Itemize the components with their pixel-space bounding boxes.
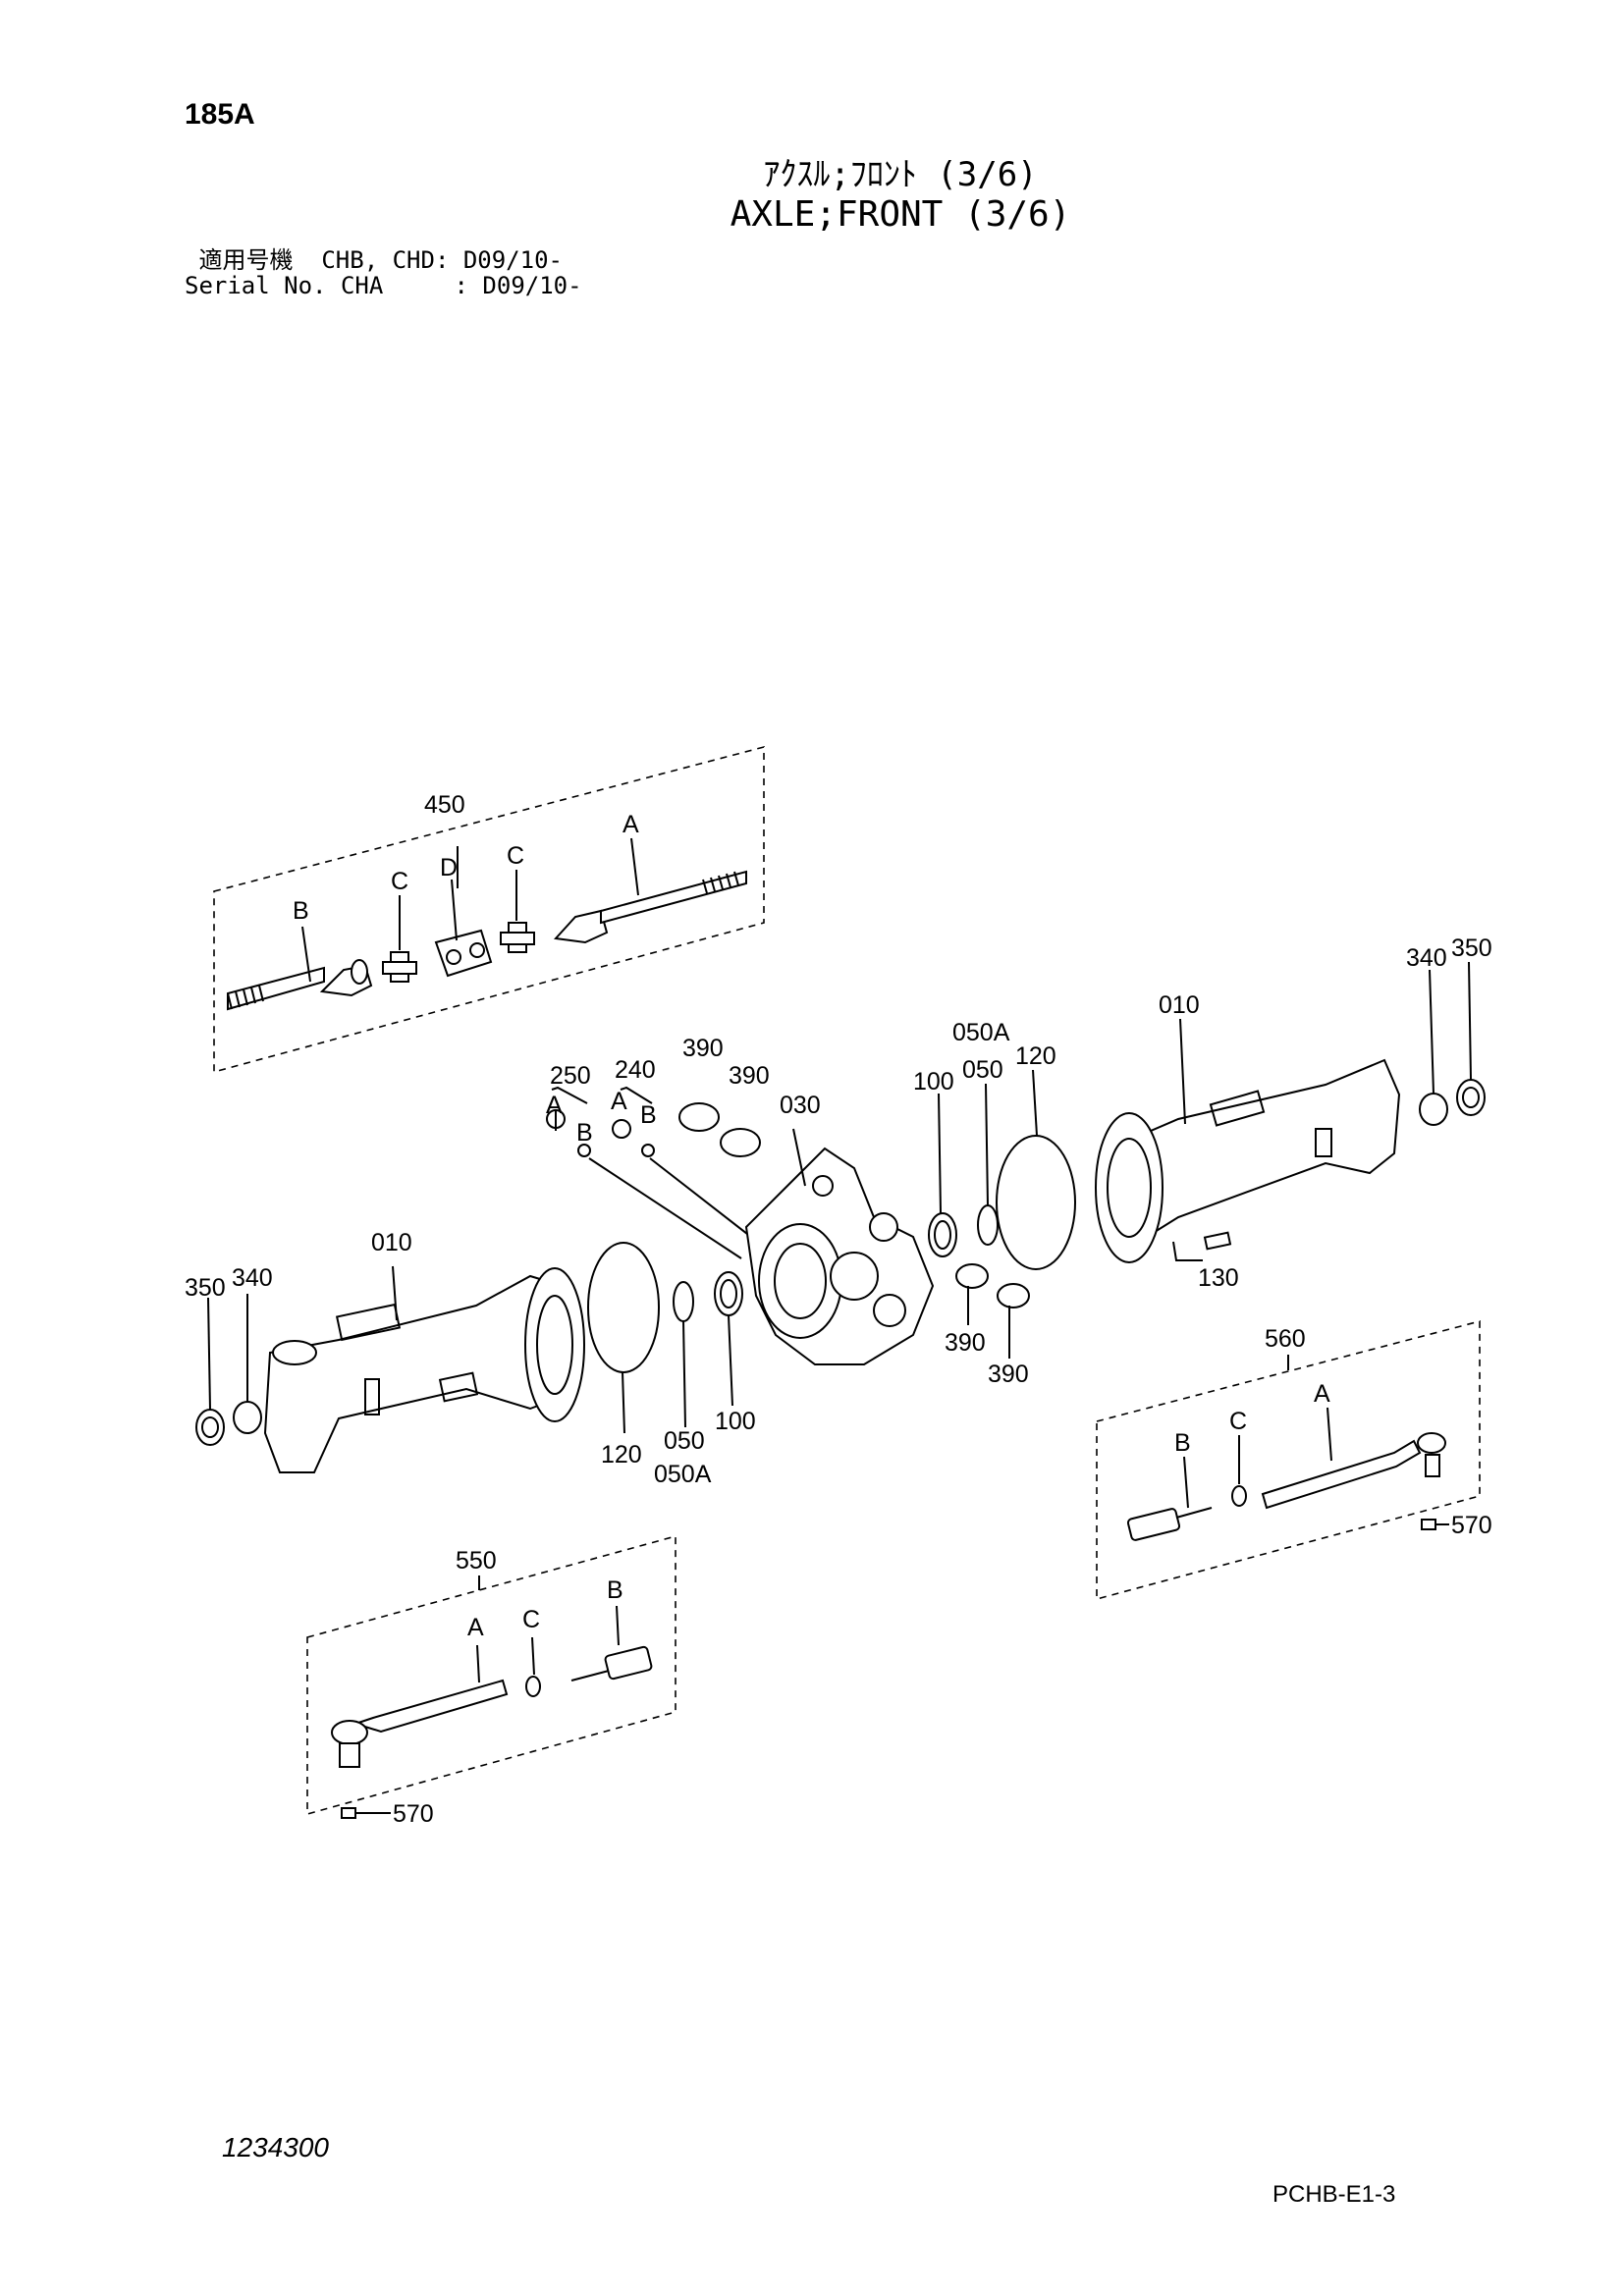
label-240-a: A <box>611 1088 627 1115</box>
cross-joint-c1 <box>382 951 417 983</box>
label-group-560: 560 <box>1265 1325 1306 1353</box>
label-240-b: B <box>640 1101 657 1129</box>
label-390-3: 390 <box>945 1329 986 1357</box>
label-group-550: 550 <box>456 1547 497 1575</box>
label-050a-right: 050A <box>952 1019 1010 1046</box>
label-250-b: B <box>576 1119 593 1147</box>
label-240: 240 <box>615 1056 656 1084</box>
label-550-b: B <box>607 1576 623 1604</box>
group-560-tie-rod <box>1096 1319 1481 1601</box>
label-390-4: 390 <box>988 1361 1029 1388</box>
label-250-a: A <box>546 1092 563 1119</box>
group-550-tie-rod <box>306 1534 677 1819</box>
label-450-d: D <box>440 854 458 881</box>
double-yoke-d <box>434 929 493 978</box>
label-450-c1: C <box>391 868 408 895</box>
serial-line-2: Serial No. CHA : D09/10- <box>185 272 582 299</box>
small-parts-250-240 <box>546 1086 757 1259</box>
label-390-2: 390 <box>729 1062 770 1090</box>
label-100-right: 100 <box>913 1068 954 1095</box>
label-570-right: 570 <box>1451 1512 1492 1539</box>
label-450-a: A <box>623 811 639 838</box>
label-050a-left: 050A <box>654 1461 712 1488</box>
label-120-right: 120 <box>1015 1042 1056 1070</box>
drawing-number: 1234300 <box>222 2132 330 2163</box>
label-250: 250 <box>550 1062 591 1090</box>
bushings-390-upper <box>678 1102 761 1157</box>
label-100-left: 100 <box>715 1408 756 1435</box>
label-group-450: 450 <box>424 791 465 819</box>
bushings-390-lower <box>955 1263 1030 1359</box>
label-560-b: B <box>1174 1429 1191 1457</box>
label-550-a: A <box>467 1614 484 1641</box>
label-450-c2: C <box>507 842 524 870</box>
label-050-right: 050 <box>962 1056 1003 1084</box>
label-560-c: C <box>1229 1408 1247 1435</box>
label-450-b: B <box>293 897 309 925</box>
label-550-c: C <box>522 1606 540 1633</box>
label-030: 030 <box>780 1092 821 1119</box>
axle-housing-010-left <box>263 1265 585 1473</box>
left-seals <box>587 1242 743 1434</box>
document-reference: PCHB-E1-3 <box>1272 2181 1396 2208</box>
label-560-a: A <box>1314 1380 1330 1408</box>
label-350-right: 350 <box>1451 934 1492 962</box>
label-390-1: 390 <box>682 1035 724 1062</box>
title-english: AXLE;FRONT (3/6) <box>730 194 1071 235</box>
cross-joint-c2 <box>500 922 535 953</box>
label-120-left: 120 <box>601 1441 642 1468</box>
label-350-left: 350 <box>185 1274 226 1302</box>
right-seals <box>928 1069 1076 1270</box>
callout-labels: 450 A B C D C 250 A B 240 A B 390 390 03… <box>185 791 1492 1828</box>
label-130: 130 <box>1198 1264 1239 1292</box>
page-code: 185A <box>185 98 255 131</box>
differential-carrier-030 <box>744 1128 935 1365</box>
axle-housing-010-right <box>1095 1018 1401 1263</box>
group-450-drive-shaft <box>213 745 765 1074</box>
title-japanese: ｱｸｽﾙ;ﾌﾛﾝﾄ (3/6) <box>763 155 1038 194</box>
label-340-left: 340 <box>232 1264 273 1292</box>
right-340-350 <box>1419 961 1486 1126</box>
label-010-left: 010 <box>371 1229 412 1256</box>
label-570-left: 570 <box>393 1800 434 1828</box>
label-050-left: 050 <box>664 1427 705 1455</box>
serial-line-1: 適用号機 CHB, CHD: D09/10- <box>185 246 563 274</box>
serial-applicability: 適用号機 CHB, CHD: D09/10-Serial No. CHA : D… <box>185 247 582 298</box>
left-350-340 <box>195 1294 262 1446</box>
label-010-right: 010 <box>1159 991 1200 1019</box>
label-340-right: 340 <box>1406 944 1447 972</box>
